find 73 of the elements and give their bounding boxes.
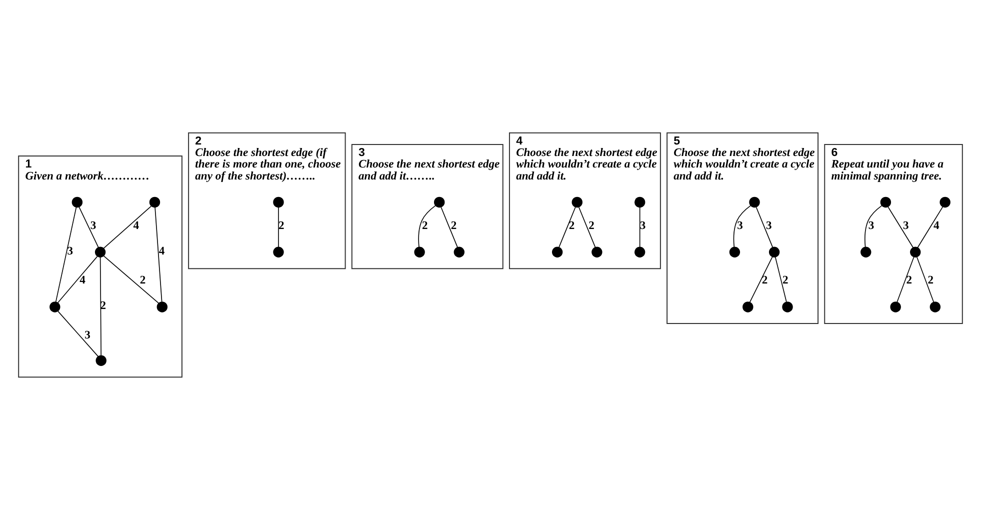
node-circle: [782, 302, 793, 312]
edge-label: 2: [100, 300, 106, 312]
node-circle: [880, 196, 892, 208]
node-circle: [729, 246, 740, 258]
edge-label: 2: [422, 220, 428, 232]
connector: [418, 205, 436, 248]
edge-label: 3: [67, 245, 74, 258]
node-circle: [552, 246, 563, 258]
connector: [103, 255, 160, 304]
connector: [558, 206, 576, 248]
connector: [774, 256, 787, 302]
edge-label: 4: [158, 245, 165, 258]
connector: [896, 256, 914, 303]
node-circle: [414, 246, 425, 258]
node-circle: [50, 302, 60, 312]
connector: [154, 206, 162, 302]
edge-label: 3: [640, 220, 646, 232]
node-circle: [634, 246, 646, 258]
node-circle: [742, 302, 754, 312]
connector: [916, 256, 934, 303]
edge-label: 4: [133, 220, 140, 232]
connector: [55, 206, 77, 302]
node-circle: [149, 196, 160, 208]
node-circle: [273, 196, 284, 208]
node-circle: [72, 196, 83, 208]
node-circle: [156, 302, 168, 312]
edge-label: 2: [140, 274, 146, 287]
node-circle: [860, 246, 872, 258]
edge-label: 3: [737, 220, 743, 232]
edge-label: 2: [588, 220, 594, 232]
connector: [888, 206, 914, 248]
connector: [864, 205, 882, 248]
node-circle: [592, 246, 602, 258]
connector: [917, 206, 944, 248]
node-circle: [94, 246, 106, 258]
edge-label: 2: [928, 274, 934, 287]
connector: [57, 256, 98, 304]
connector: [578, 206, 596, 248]
edge-label: 2: [906, 274, 912, 287]
connector: [100, 256, 102, 356]
connector: [103, 206, 152, 249]
connector: [733, 205, 751, 248]
edge-label: 4: [80, 274, 86, 287]
node-circle: [96, 355, 106, 366]
edge-label: 3: [868, 220, 874, 232]
edge-label: 2: [762, 274, 768, 287]
node-circle: [273, 246, 284, 258]
edge-label: 2: [782, 274, 788, 287]
connector: [639, 207, 640, 248]
node-circle: [634, 196, 646, 208]
edge-label: 2: [278, 220, 284, 232]
connector: [78, 206, 99, 248]
edge-label: 3: [84, 329, 90, 342]
edge-label: 4: [934, 220, 940, 232]
connector: [440, 206, 458, 248]
node-circle: [434, 196, 445, 208]
connector: [749, 256, 773, 303]
connector: [58, 310, 99, 357]
node-circle: [910, 246, 921, 258]
edge-label: 3: [903, 220, 909, 232]
edge-label: 3: [766, 220, 772, 232]
connector: [278, 207, 279, 248]
node-circle: [454, 246, 465, 258]
node-circle: [890, 302, 901, 312]
node-circle: [572, 196, 582, 208]
connector: [756, 206, 774, 248]
node-circle: [940, 196, 950, 208]
edge-label: 2: [568, 220, 575, 232]
node-circle: [768, 246, 780, 258]
edge-label: 2: [450, 220, 457, 232]
edge-label: 3: [90, 220, 96, 232]
node-circle: [930, 302, 941, 312]
node-circle: [749, 196, 760, 208]
